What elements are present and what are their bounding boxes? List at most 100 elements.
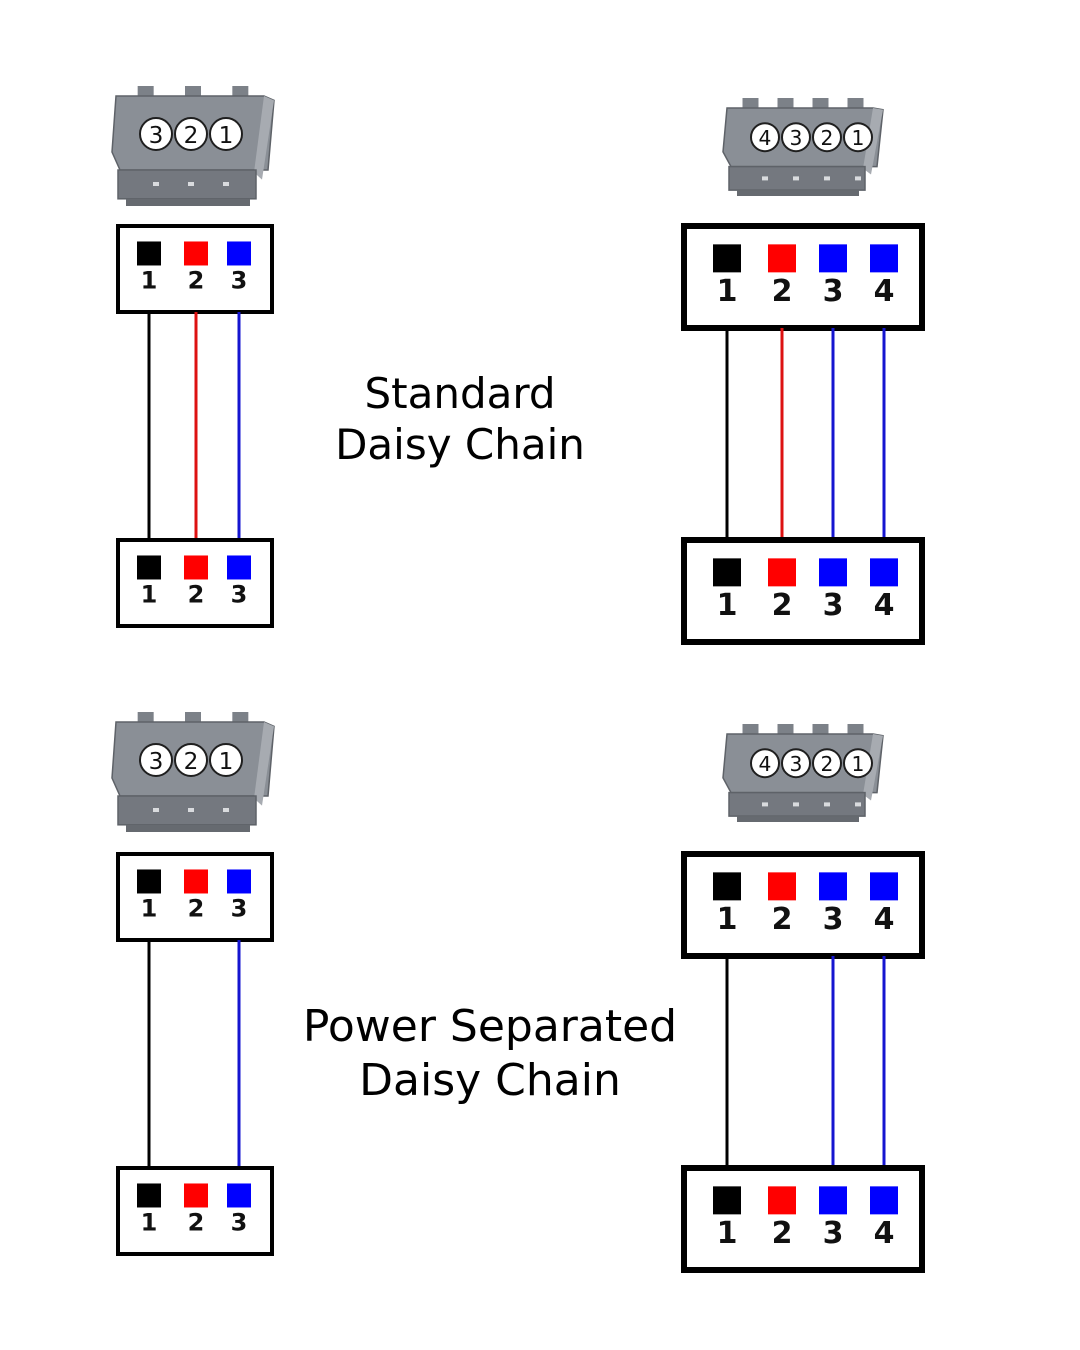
caption-line: Daisy Chain bbox=[359, 1054, 621, 1106]
plug-slot bbox=[855, 176, 861, 181]
plug-tab bbox=[812, 98, 829, 110]
plug-foot bbox=[126, 824, 250, 832]
plug-tab bbox=[185, 86, 201, 98]
plug-pin-number: 1 bbox=[852, 752, 865, 776]
pin-square bbox=[137, 869, 161, 894]
pin-number: 2 bbox=[188, 580, 205, 608]
header-frame bbox=[681, 223, 925, 331]
pin-square bbox=[713, 1186, 741, 1215]
pin-square bbox=[184, 1183, 208, 1208]
plug-slot bbox=[188, 808, 194, 812]
pin-number: 3 bbox=[823, 588, 844, 623]
plug-slot bbox=[153, 808, 159, 812]
pin-number: 1 bbox=[141, 580, 158, 608]
plug-side bbox=[254, 722, 274, 806]
pin-number: 3 bbox=[823, 274, 844, 309]
pin-square bbox=[870, 558, 898, 587]
pin-number: 2 bbox=[188, 1208, 205, 1236]
plug-pin-number: 4 bbox=[759, 752, 772, 776]
pin-square bbox=[184, 241, 208, 266]
pin-square bbox=[137, 1183, 161, 1208]
plug-foot bbox=[737, 190, 859, 196]
plug-pin-number: 1 bbox=[219, 748, 234, 775]
plug-pin-number-circle bbox=[750, 122, 780, 153]
pin-square bbox=[227, 555, 251, 580]
plug-side bbox=[254, 96, 274, 180]
plug-tab bbox=[812, 724, 829, 736]
plug-pin-number-circle bbox=[209, 743, 243, 777]
pin-square bbox=[768, 244, 796, 273]
pin-number: 4 bbox=[874, 1216, 895, 1251]
plug-tab bbox=[137, 712, 154, 724]
pin-number: 2 bbox=[772, 588, 793, 623]
pin-square bbox=[870, 872, 898, 901]
standard-daisy-chain-caption: Standard Daisy Chain bbox=[300, 368, 620, 470]
plug-pin-number-circle bbox=[139, 743, 173, 777]
pin-number: 2 bbox=[772, 902, 793, 937]
plug-front bbox=[117, 795, 257, 826]
plug-slot bbox=[223, 182, 229, 186]
plug-tab bbox=[137, 86, 154, 98]
plug-pin-number: 2 bbox=[821, 752, 834, 776]
plug-front bbox=[117, 169, 257, 200]
pin-square bbox=[227, 1183, 251, 1208]
plug-pin-number: 2 bbox=[184, 748, 199, 775]
header-frame bbox=[681, 1165, 925, 1273]
plug-tab bbox=[742, 98, 759, 110]
plug-tab bbox=[847, 724, 864, 736]
pin-number: 4 bbox=[874, 588, 895, 623]
plug-slot bbox=[855, 802, 861, 807]
pin-square bbox=[819, 244, 847, 273]
plug-slot bbox=[762, 176, 768, 181]
pin-number: 2 bbox=[772, 274, 793, 309]
pin-square bbox=[819, 1186, 847, 1215]
plug-side bbox=[863, 734, 883, 801]
pin-number: 3 bbox=[823, 1216, 844, 1251]
plug-pin-number: 3 bbox=[149, 748, 164, 775]
plug-slot bbox=[824, 176, 830, 181]
plug-side bbox=[863, 108, 883, 175]
plug-foot bbox=[737, 816, 859, 822]
pin-number: 1 bbox=[717, 1216, 738, 1251]
pin-number: 3 bbox=[231, 580, 248, 608]
pin-number: 1 bbox=[141, 894, 158, 922]
plug-tab bbox=[847, 98, 864, 110]
pin-number: 2 bbox=[188, 894, 205, 922]
plug-pin-number-circle bbox=[209, 117, 243, 151]
plug-tab bbox=[185, 712, 201, 724]
header-frame bbox=[116, 538, 274, 628]
pin-square bbox=[184, 555, 208, 580]
header-frame bbox=[116, 852, 274, 942]
plug-pin-number: 1 bbox=[219, 122, 234, 149]
pin-square bbox=[870, 1186, 898, 1215]
pin-square bbox=[819, 872, 847, 901]
pin-square bbox=[713, 872, 741, 901]
pin-number: 4 bbox=[874, 902, 895, 937]
plug-pin-number: 2 bbox=[821, 126, 834, 150]
pin-number: 3 bbox=[231, 266, 248, 294]
plug-slot bbox=[153, 182, 159, 186]
plug-pin-number-circle bbox=[139, 117, 173, 151]
caption-line: Daisy Chain bbox=[335, 420, 585, 470]
pin-number: 1 bbox=[141, 1208, 158, 1236]
pin-number: 4 bbox=[874, 274, 895, 309]
plug-pin-number: 1 bbox=[852, 126, 865, 150]
pin-square bbox=[137, 555, 161, 580]
plug-slot bbox=[793, 802, 799, 807]
pin-square bbox=[768, 872, 796, 901]
plug-pin-number: 4 bbox=[759, 126, 772, 150]
pin-number: 3 bbox=[231, 894, 248, 922]
plug-pin-number: 3 bbox=[149, 122, 164, 149]
plug-slot bbox=[223, 808, 229, 812]
pin-square bbox=[137, 241, 161, 266]
